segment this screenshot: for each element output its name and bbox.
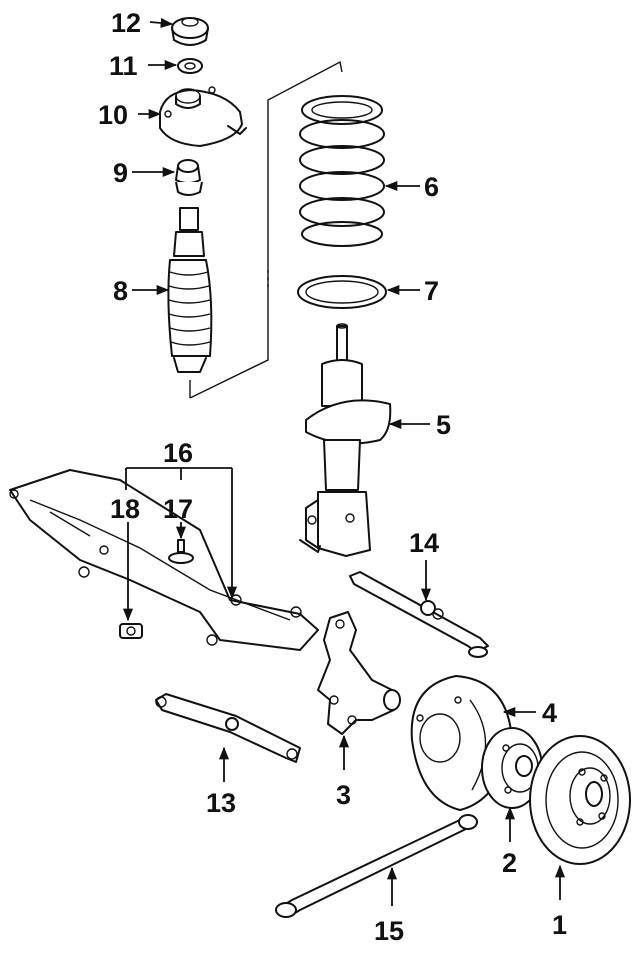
part-13-control-arm bbox=[155, 693, 301, 763]
part-14-lateral-link bbox=[349, 571, 489, 658]
part-8-dust-boot bbox=[167, 207, 213, 373]
callout-12: 12 bbox=[111, 8, 141, 38]
callout-18: 18 bbox=[110, 494, 140, 524]
callout-16: 16 bbox=[163, 438, 193, 468]
assembly-bracket-lines bbox=[189, 60, 343, 399]
callout-leader-lines bbox=[122, 17, 566, 906]
part-17-bolt bbox=[168, 539, 194, 564]
part-15-trailing-rod bbox=[275, 814, 478, 918]
callout-14: 14 bbox=[409, 528, 439, 558]
part-12-strut-mount-cap bbox=[171, 17, 209, 46]
part-10-strut-mount-plate bbox=[159, 86, 247, 147]
callout-17: 17 bbox=[163, 494, 193, 524]
part-1-brake-rotor bbox=[529, 735, 631, 865]
callout-1: 1 bbox=[552, 910, 567, 940]
callout-13: 13 bbox=[206, 788, 236, 818]
callout-6: 6 bbox=[424, 172, 439, 202]
callout-2: 2 bbox=[502, 848, 517, 878]
part-9-bump-stop bbox=[175, 159, 203, 196]
part-6-coil-spring bbox=[299, 95, 385, 247]
callout-10: 10 bbox=[98, 100, 128, 130]
callout-15: 15 bbox=[374, 916, 404, 946]
part-3-knuckle bbox=[317, 611, 401, 735]
part-18-bushing bbox=[119, 623, 143, 639]
callout-8: 8 bbox=[113, 276, 128, 306]
callout-3: 3 bbox=[336, 780, 351, 810]
callout-7: 7 bbox=[424, 276, 439, 306]
part-7-spring-seat bbox=[297, 275, 387, 309]
callout-5: 5 bbox=[436, 410, 451, 440]
callout-9: 9 bbox=[113, 158, 128, 188]
crossmember bbox=[9, 469, 319, 651]
callout-labels: 12 11 10 9 8 6 7 5 16 18 17 14 4 13 3 2 … bbox=[98, 8, 567, 946]
callout-11: 11 bbox=[109, 51, 138, 81]
part-5-strut-assembly bbox=[299, 323, 392, 557]
callout-4: 4 bbox=[542, 698, 557, 728]
part-11-washer bbox=[177, 58, 203, 74]
